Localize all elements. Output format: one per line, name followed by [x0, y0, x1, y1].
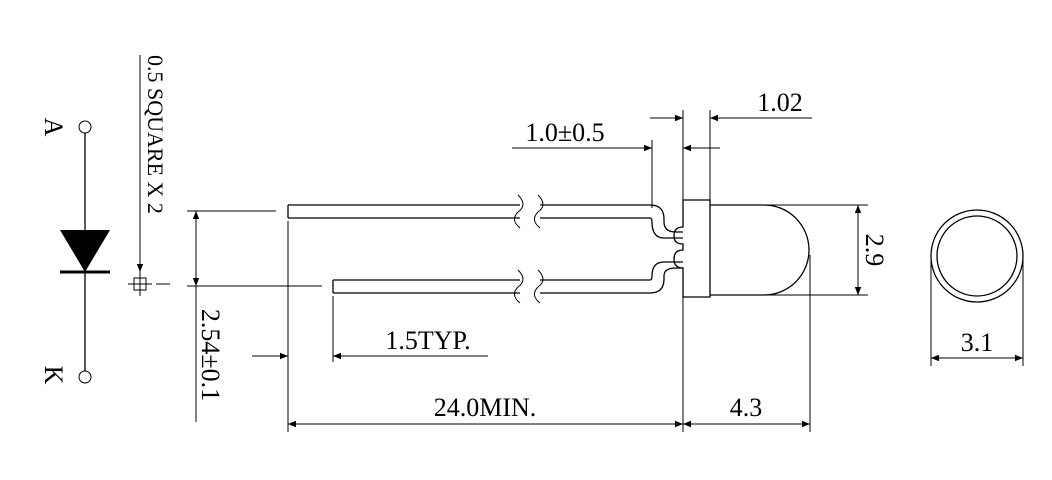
led-side-view: [287, 194, 810, 304]
cathode-label: K: [39, 366, 68, 385]
led-end-view: 3.1: [930, 209, 1024, 366]
diode-symbol: A K: [39, 118, 110, 385]
lead-note-text: 0.5 SQUARE X 2: [143, 55, 168, 214]
body-length-dim: 4.3: [730, 393, 763, 422]
lead-section-note: 0.5 SQUARE X 2: [128, 55, 170, 296]
cathode-terminal: [78, 370, 92, 384]
flange-outer-circle: [930, 209, 1024, 303]
dimensions: 1.02 1.0±0.5 2.9 24.0MIN. 4.3 1.5TYP.: [187, 88, 889, 432]
lead-length-dim: 24.0MIN.: [434, 393, 537, 422]
flange-diameter-dim: 3.1: [961, 328, 994, 357]
lead-clearance-dim: 1.0±0.5: [525, 118, 604, 147]
long-lead: [287, 194, 683, 239]
anode-label: A: [39, 118, 68, 137]
flange-thickness-dim: 1.02: [757, 88, 803, 117]
lead-pitch-dim: 2.54±0.1: [196, 309, 225, 401]
anode-terminal: [78, 120, 92, 134]
led-dome: [710, 204, 810, 296]
diode-triangle: [60, 230, 110, 272]
short-lead: [332, 261, 683, 304]
led-flange: [673, 199, 711, 298]
body-diameter-dim: 2.9: [860, 234, 889, 267]
lead-offset-dim: 1.5TYP.: [385, 326, 470, 355]
dome-inner-circle: [936, 215, 1018, 297]
